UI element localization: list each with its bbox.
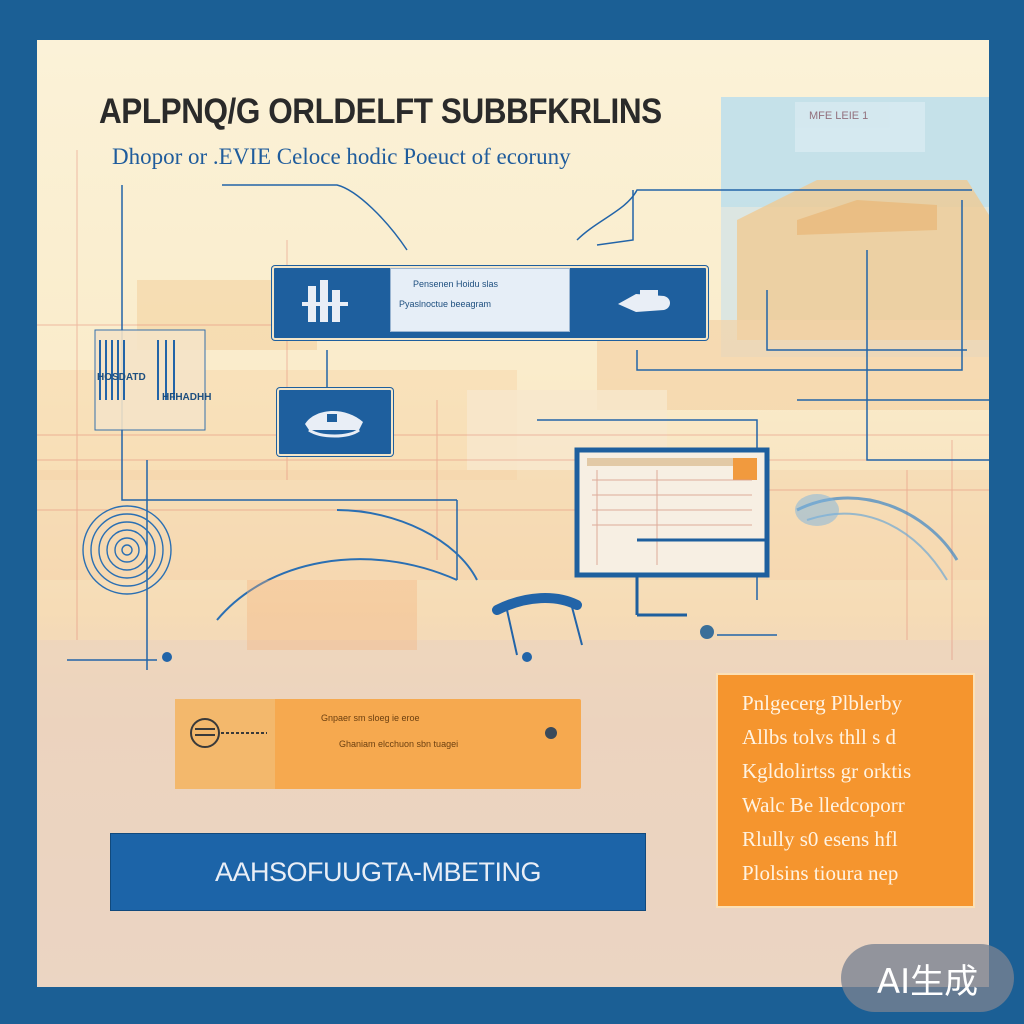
top-right-sign-label: MFE LEIE 1 (809, 110, 869, 122)
boat-icon (305, 410, 363, 438)
side-panel-line-6: Plolsins tioura nep (742, 861, 899, 885)
orange-banner-caption-1: Gnpaer sm sloeg ie eroe (321, 713, 420, 723)
side-panel-line-3: Kgldolirtss gr orktis (742, 759, 912, 783)
poster-title: APLPNQ/G ORLDELFT SUBBFKRLINS (99, 92, 662, 131)
side-panel: Pnlgecerg Plblerby Allbs tolvs thll s d … (716, 673, 975, 908)
side-panel-line-1: Pnlgecerg Plblerby (742, 691, 903, 715)
side-panel-line-2: Allbs tolvs thll s d (742, 725, 897, 749)
ai-generated-badge: AI生成 (841, 944, 1014, 1012)
side-panel-line-5: Rlully s0 esens hfl (742, 827, 898, 851)
side-panel-line-4: Walc Be lledcoporr (742, 793, 905, 817)
orange-banner-left (175, 699, 275, 789)
flow-node-main[interactable]: Pensenen Hoidu slas Pyaslnoctue beeagram (272, 266, 708, 340)
orange-banner-caption-2: Ghaniam elcchuon sbn tuagei (339, 739, 459, 749)
poster: APLPNQ/G ORLDELFT SUBBFKRLINS Dhopor or … (37, 40, 989, 987)
flow-node-small[interactable] (277, 388, 393, 456)
left-sign-2: HFHADHH (162, 392, 212, 403)
device-icon (190, 718, 267, 748)
factory-icon (302, 280, 348, 322)
pin-icon (700, 625, 714, 639)
meeting-button[interactable]: AAHSOFUUGTA-MBETING (110, 833, 646, 911)
flow-node-caption-1: Pensenen Hoidu slas (413, 279, 499, 289)
hand-icon (618, 290, 670, 312)
flow-node-main-panel: Pensenen Hoidu slas Pyaslnoctue beeagram (390, 268, 570, 332)
flow-node-caption-2: Pyaslnoctue beeagram (399, 299, 492, 309)
orange-banner-knob[interactable] (545, 727, 557, 739)
poster-subtitle: Dhopor or .EVIE Celoce hodic Poeuct of e… (112, 144, 571, 169)
target-icon (82, 505, 172, 595)
orange-banner: Gnpaer sm sloeg ie eroe Ghaniam elcchuon… (175, 699, 581, 789)
top-right-sign: MFE LEIE 1 (795, 102, 925, 152)
left-sign-1: HOSDATD (97, 372, 146, 383)
